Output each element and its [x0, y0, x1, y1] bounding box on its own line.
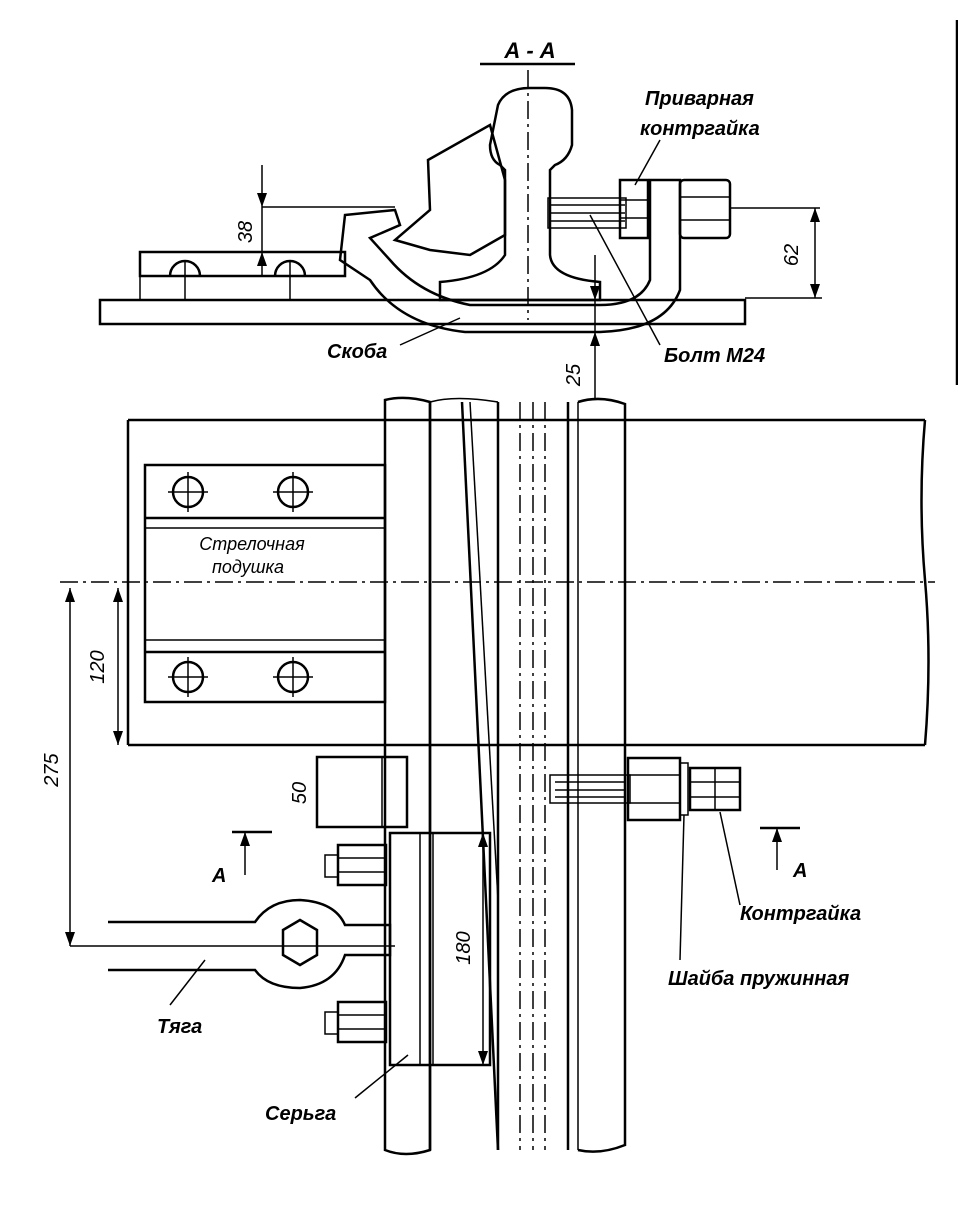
bolt-shaft [547, 197, 627, 229]
dim-25-label: 25 [563, 363, 585, 387]
leader-locknut [719, 811, 741, 906]
label-bolt: Болт М24 [664, 345, 765, 367]
rod [108, 898, 392, 990]
side-nut [626, 756, 682, 822]
base-plate [98, 298, 747, 326]
section-aa-view: А - А [98, 38, 822, 400]
section-mark-right-label: А [792, 860, 807, 882]
dim-62-arrow-top [810, 208, 820, 222]
bracket [338, 178, 682, 334]
label-earring: Серьга [265, 1103, 336, 1125]
bolt-nut [678, 178, 732, 240]
dim-38-label: 38 [235, 221, 257, 243]
section-mark-left: А [211, 830, 272, 887]
pad-bolt-3 [168, 657, 208, 697]
dim-62-arrow-bottom [810, 284, 820, 298]
switch-point-line-2 [469, 401, 499, 901]
dim-275-label: 275 [41, 752, 63, 787]
dim-120-label: 120 [87, 650, 109, 683]
dim-180-label: 180 [453, 931, 475, 964]
pad-bolt-4 [273, 657, 313, 697]
section-mark-right: А [760, 826, 807, 882]
leader-bolt [589, 214, 661, 346]
switch-pad [143, 463, 387, 704]
dim-38-arrow-top [257, 193, 267, 207]
dim-180-arrow-top [478, 833, 488, 847]
label-bracket: Скоба [327, 341, 387, 363]
section-title: А - А [503, 38, 555, 63]
label-switch-pad-2: подушка [212, 557, 284, 577]
leader-spring-washer [679, 814, 685, 961]
pad-bolt-1 [168, 472, 208, 512]
dim-62-label: 62 [781, 244, 803, 266]
dim-275-arrow-bottom [65, 932, 75, 946]
side-bolt-shaft [549, 774, 631, 804]
dim-275-arrow-top [65, 588, 75, 602]
earring-bolt-top [324, 843, 388, 887]
label-spring-washer: Шайба пружинная [668, 968, 849, 990]
earring-bolt-bottom [324, 1000, 388, 1044]
label-switch-pad-1: Стрелочная [199, 534, 305, 554]
dim-50-label: 50 [289, 782, 311, 804]
switch-point-line-1 [460, 401, 500, 1151]
dim-25-arrow-top [590, 286, 600, 300]
dim-120-arrow-top [113, 588, 123, 602]
leader-bracket [399, 317, 461, 346]
dim-25-arrow-bottom [590, 332, 600, 346]
hatched-lining [392, 123, 507, 257]
leader-welded-locknut [634, 139, 661, 186]
dim-38-arrow-bottom [257, 252, 267, 266]
rod-nut [281, 918, 319, 967]
label-rod: Тяга [157, 1016, 202, 1038]
dim-120-arrow-bottom [113, 731, 123, 745]
label-locknut: Контргайка [740, 903, 861, 925]
beam-break-line [920, 419, 930, 746]
leader-rod [169, 959, 206, 1006]
earring-plate [388, 831, 492, 1067]
plan-view: Стрелочная подушка [41, 396, 935, 1156]
label-welded-locknut-2: контргайка [640, 118, 760, 140]
rail-top-break [429, 397, 499, 403]
section-mark-left-label: А [211, 865, 226, 887]
leader-earring [354, 1054, 409, 1099]
stop-block [315, 755, 409, 829]
pad-bolt-2 [273, 472, 313, 512]
label-welded-locknut-1: Приварная [645, 88, 754, 110]
dim-180-arrow-bottom [478, 1051, 488, 1065]
rail-profile [438, 86, 602, 302]
welded-locknut [618, 178, 650, 240]
